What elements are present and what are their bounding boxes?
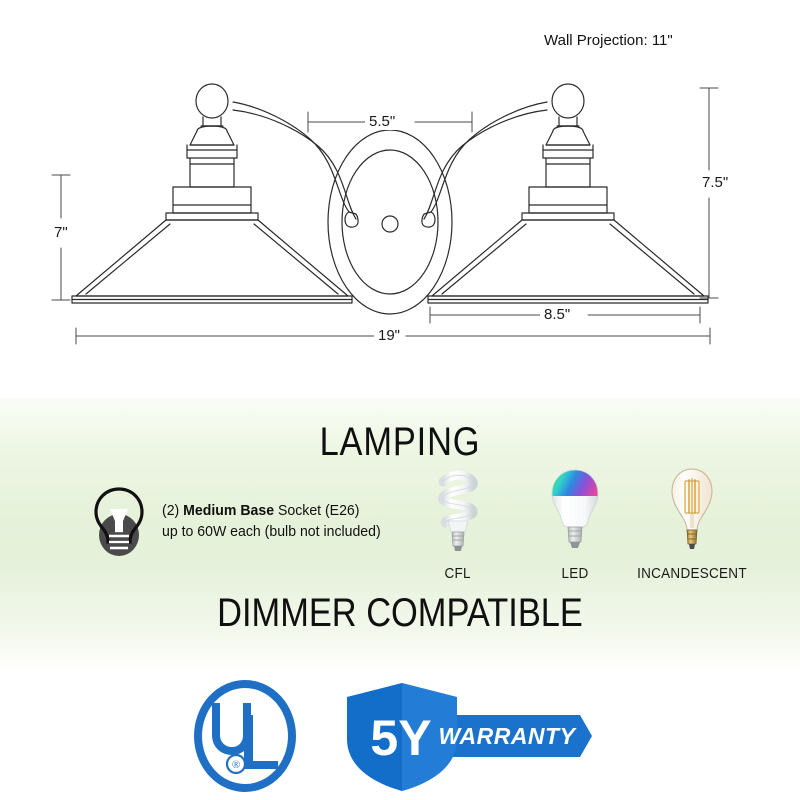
socket-suffix: Socket (E26) [274, 502, 360, 520]
dimline-7 [51, 174, 71, 301]
bulb-item-cfl: CFL [400, 466, 516, 582]
dimension-label-shade-height: 7" [50, 224, 72, 241]
dimension-label-center-span: 5.5" [365, 113, 400, 130]
dimline-8.5 [429, 306, 701, 324]
socket-line-2: up to 60W each (bulb not included) [162, 523, 381, 540]
dimline-19 [75, 327, 711, 345]
ul-registered-mark: ® [232, 759, 240, 771]
dimline-7.5 [699, 87, 719, 299]
led-bulb-icon [551, 469, 599, 548]
socket-count: (2) [162, 502, 184, 520]
bulb-label-incandescent: INCANDESCENT [637, 565, 747, 582]
dimline-5.5 [307, 111, 473, 133]
warranty-years: 5Y [370, 710, 431, 766]
socket-description: (2) Medium Base Socket (E26) up to 60W e… [162, 501, 381, 542]
left-arm [232, 101, 359, 228]
bulb-item-led: LED [517, 466, 633, 582]
backplate [327, 129, 453, 315]
dimension-label-fixture-height: 7.5" [698, 174, 733, 191]
socket-base-type: Medium Base [183, 502, 275, 520]
fixture-technical-drawing [51, 83, 719, 345]
socket-line-1: (2) Medium Base Socket (E26) [162, 501, 381, 522]
right-arm [421, 101, 548, 228]
left-fixture-head [71, 83, 353, 304]
lightbulb-icon [94, 487, 144, 556]
warranty-text: WARRANTY [439, 723, 578, 749]
dimension-label-shade-width: 8.5" [540, 306, 575, 323]
warranty-badge: 5Y WARRANTY [347, 682, 592, 791]
bulb-item-incandescent: INCANDESCENT [634, 466, 750, 582]
socket-spec-block: (2) Medium Base Socket (E26) up to 60W e… [88, 486, 395, 558]
dimension-label-total-width: 19" [374, 327, 405, 344]
wall-projection-label: Wall Projection: 11" [544, 32, 673, 49]
incandescent-bulb-icon [671, 468, 713, 549]
dimensions-section: Wall Projection: 11" [0, 0, 800, 398]
right-fixture-head [427, 83, 709, 304]
cfl-bulb-icon [438, 470, 478, 551]
bulb-label-cfl: CFL [444, 565, 472, 582]
dimmer-compatible-heading: DIMMER COMPATIBLE [217, 591, 583, 635]
bulb-label-led: LED [561, 565, 589, 582]
compatible-bulbs-row: CFL [400, 466, 750, 582]
lamping-section: LAMPING (2) Medium Base Socket (E26) up … [0, 398, 800, 673]
ul-listed-badge: UL ® [194, 680, 296, 792]
lamping-heading: LAMPING [319, 420, 481, 464]
certification-badges-section: UL ® 5Y WARRANTY [0, 673, 800, 800]
